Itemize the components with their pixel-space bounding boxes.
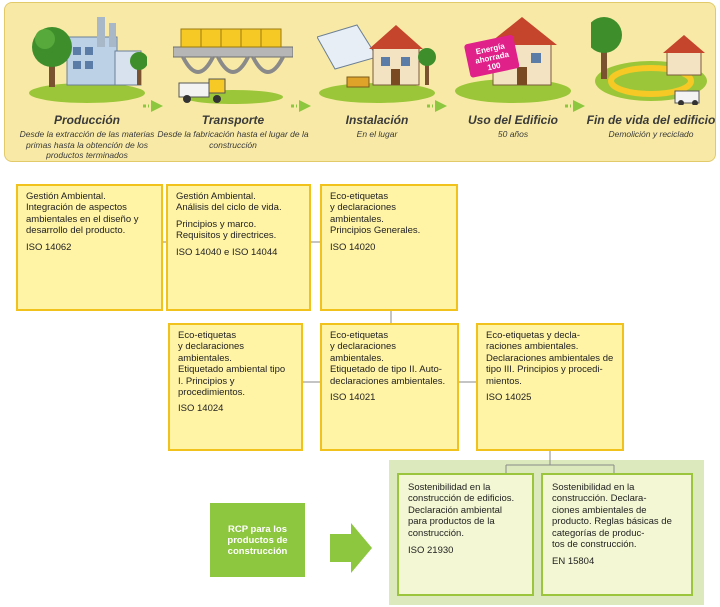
standard-description: Eco-etiquetas y decla- raciones ambienta… <box>486 330 614 387</box>
standard-code: EN 15804 <box>552 556 595 568</box>
standard-description: Principios y marco. Requisitos y directr… <box>176 218 277 242</box>
standard-code: ISO 21930 <box>408 545 454 557</box>
standard-box-iso14040: Gestión Ambiental. Análisis del ciclo de… <box>166 184 311 311</box>
standard-box-iso14062: Gestión Ambiental. Integración de aspect… <box>16 184 163 311</box>
factory-illustration <box>29 17 147 103</box>
standard-description: Sostenibilidad en la construcción. Decla… <box>552 482 672 551</box>
standard-box-iso14021: Eco-etiquetas y declaraciones ambientale… <box>320 323 459 451</box>
energy-house-illustration: Energía ahorrada 100 <box>455 17 571 103</box>
standard-description: Eco-etiquetas y declaraciones ambientale… <box>330 330 446 387</box>
standard-code: ISO 14020 <box>330 241 376 253</box>
arrow-right-icon <box>291 100 311 112</box>
lifecycle-banner: Producción Desde la extracción de las ma… <box>4 2 716 162</box>
standard-box-iso21930: Sostenibilidad en la construcción de edi… <box>397 473 534 596</box>
stage-subtitle: 50 años <box>497 129 529 139</box>
stage-building-use: Energía ahorrada 100 Uso del Edificio 50… <box>453 7 573 162</box>
stage-title: Producción <box>53 113 120 127</box>
rcp-label: RCP para los productos de construcción <box>227 523 288 557</box>
rcp-label-box: RCP para los productos de construcción <box>210 503 305 577</box>
stage-production: Producción Desde la extracción de las ma… <box>20 7 154 162</box>
standard-description: Gestión Ambiental. Integración de aspect… <box>26 191 139 237</box>
stage-end-of-life: Fin de vida del edificio Demolición y re… <box>587 7 715 162</box>
stage-subtitle: Desde la fabricación hasta el lugar de l… <box>157 129 309 150</box>
recycling-illustration <box>591 17 707 105</box>
standard-code: ISO 14021 <box>330 392 376 404</box>
standard-description: Eco-etiquetas y declaraciones ambientale… <box>330 191 421 237</box>
standard-description: Sostenibilidad en la construcción de edi… <box>408 482 515 539</box>
standard-box-iso14020: Eco-etiquetas y declaraciones ambientale… <box>320 184 458 311</box>
standard-code: ISO 14024 <box>178 403 224 415</box>
arrow-right-icon <box>143 100 163 112</box>
stage-transport: Transporte Desde la fabricación hasta el… <box>157 7 309 162</box>
arrow-right-icon <box>565 100 585 112</box>
stage-title: Instalación <box>345 113 409 127</box>
standard-code: ISO 14025 <box>486 392 532 404</box>
stage-title: Transporte <box>201 113 265 127</box>
arrow-right-icon <box>427 100 447 112</box>
truck-bridge-illustration <box>173 28 293 104</box>
stage-subtitle: Desde la extracción de las materias prim… <box>19 129 155 160</box>
standard-box-iso14024: Eco-etiquetas y declaraciones ambientale… <box>168 323 303 451</box>
house-construction-illustration <box>317 24 436 103</box>
arrow-right-icon <box>330 523 372 573</box>
stage-title: Fin de vida del edificio <box>586 113 716 127</box>
standard-box-en15804: Sostenibilidad en la construcción. Decla… <box>541 473 693 596</box>
stage-subtitle: En el lugar <box>356 129 398 139</box>
stage-installation: Instalación En el lugar <box>317 7 437 162</box>
stage-subtitle: Demolición y reciclado <box>608 129 694 139</box>
stage-title: Uso del Edificio <box>467 113 558 127</box>
standard-description: Gestión Ambiental. Análisis del ciclo de… <box>176 191 282 214</box>
standard-description: Eco-etiquetas y declaraciones ambientale… <box>178 330 286 399</box>
standard-code: ISO 14040 e ISO 14044 <box>176 246 278 258</box>
standard-box-iso14025: Eco-etiquetas y decla- raciones ambienta… <box>476 323 624 451</box>
energy-line3: 100 <box>487 61 502 73</box>
standard-code: ISO 14062 <box>26 241 72 253</box>
